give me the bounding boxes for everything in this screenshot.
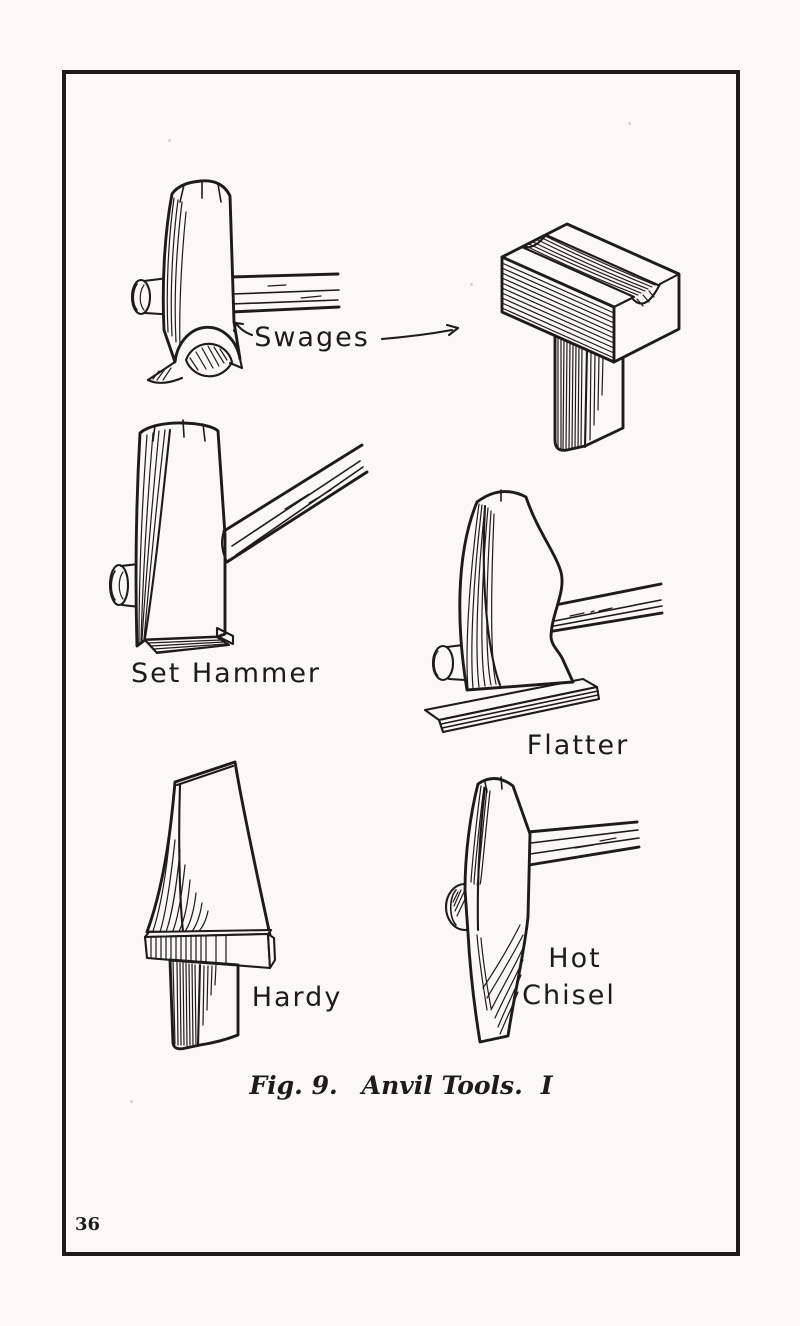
swage-shank — [553, 333, 625, 452]
set-hammer-head — [134, 419, 227, 648]
swage-groove — [146, 342, 244, 384]
top-swage-illustration — [130, 179, 341, 384]
bottom-swage-illustration — [500, 222, 681, 452]
label-flatter: Flatter — [526, 730, 630, 761]
scan-speck — [628, 122, 631, 125]
scan-speck — [470, 283, 473, 286]
label-set-hammer: Set Hammer — [130, 658, 322, 689]
label-hardy: Hardy — [251, 982, 343, 1013]
hardy-illustration — [143, 760, 277, 1051]
label-hot-chisel-line1: Hot — [548, 943, 602, 974]
figure-caption: Fig. 9. Anvil Tools. I — [62, 1071, 740, 1100]
label-swages: Swages — [254, 322, 370, 353]
set-hammer-illustration — [108, 419, 369, 655]
pointer-arrow-icon — [232, 321, 254, 337]
flatter-body — [458, 489, 575, 692]
scan-speck — [168, 139, 171, 142]
caption-fig-label: Fig. 9. — [249, 1071, 338, 1100]
page-border-frame — [62, 70, 740, 1256]
handle — [526, 820, 641, 867]
caption-title: Anvil Tools. — [361, 1071, 523, 1100]
handle — [221, 443, 369, 564]
hammer-face — [143, 626, 235, 655]
hot-chisel-illustration — [444, 776, 641, 1044]
hot-chisel-body — [463, 776, 532, 1044]
scan-speck — [130, 1100, 133, 1103]
flatter-illustration — [423, 489, 664, 734]
handle — [228, 272, 341, 314]
hardy-shank — [168, 958, 240, 1051]
caption-numeral: I — [540, 1071, 553, 1100]
swage-block — [500, 222, 681, 364]
flatter-base-plate — [423, 677, 601, 734]
page-number: 36 — [75, 1214, 101, 1235]
label-hot-chisel-line2: Chisel — [522, 980, 616, 1011]
top-swage-head — [161, 179, 242, 364]
handle-butt — [431, 643, 467, 682]
hardy-blade — [145, 760, 272, 937]
arrow-right-icon — [380, 323, 460, 341]
